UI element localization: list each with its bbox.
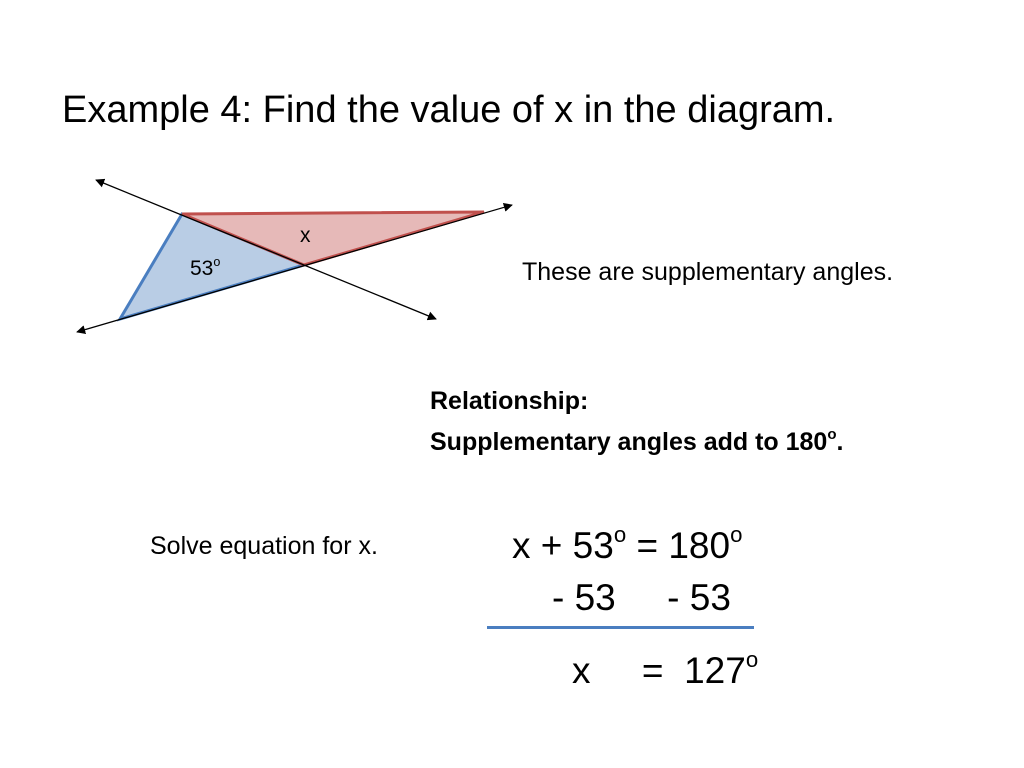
relationship-degree: o <box>827 426 837 444</box>
equation-degree-2: o <box>730 522 743 548</box>
angle-53-label: 53o <box>190 254 221 282</box>
intersecting-lines-diagram <box>76 178 513 335</box>
equation-line-2: - 53 - 53 <box>552 577 731 618</box>
equation-result: x = 127o <box>572 647 758 695</box>
equation-degree-1: o <box>613 522 627 548</box>
equation-divider <box>487 626 754 629</box>
equation-line-1-right: = 180 <box>626 525 731 566</box>
equation-result-text: x = 127 <box>572 650 746 691</box>
solve-instruction: Solve equation for x. <box>150 532 378 560</box>
equation-result-degree: o <box>745 647 759 673</box>
equation-line-1: x + 53o = 180o <box>512 522 742 570</box>
relationship-text: Supplementary angles add to 180o. <box>430 422 843 463</box>
relationship-statement: Supplementary angles add to 180 <box>430 428 828 456</box>
relationship-period: . <box>836 428 844 456</box>
relationship-heading: Relationship: <box>430 387 589 415</box>
line-two <box>76 202 513 335</box>
relationship-block: Relationship: Supplementary angles add t… <box>430 381 843 463</box>
equation-line-1-left: x + 53 <box>512 525 614 566</box>
slide-title: Example 4: Find the value of x in the di… <box>62 89 836 131</box>
angle-53-degree: o <box>213 254 221 269</box>
angle-53-value: 53 <box>190 257 214 280</box>
supplementary-note: These are supplementary angles. <box>522 258 894 286</box>
angle-x-label: x <box>300 224 311 247</box>
